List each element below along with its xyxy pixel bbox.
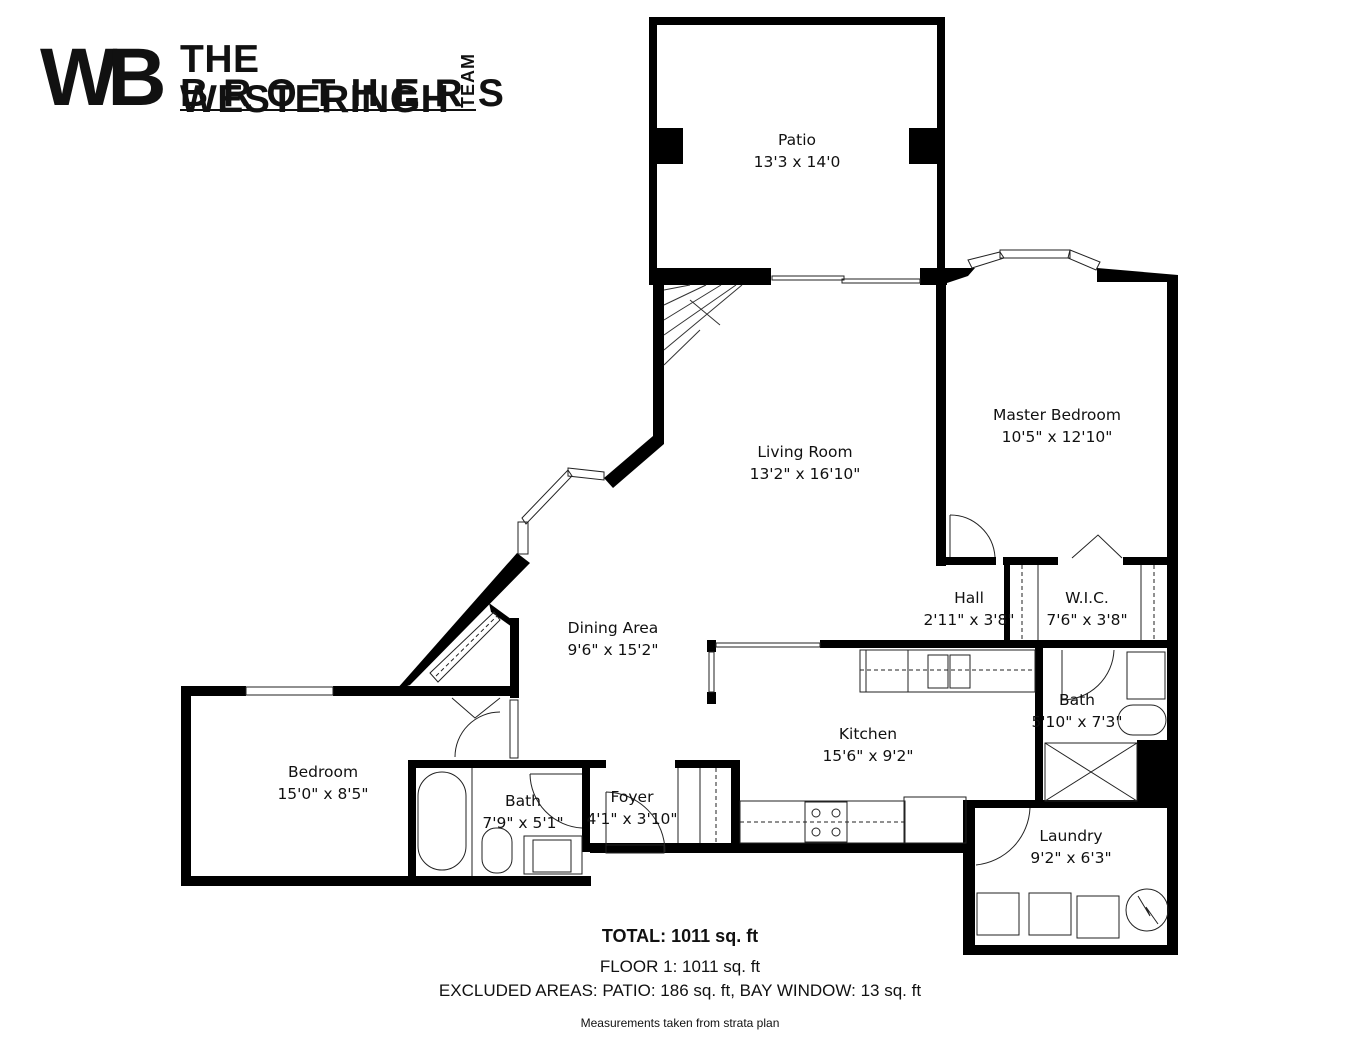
- room-dims: 2'11" x 3'8": [923, 611, 1015, 629]
- room-name: Laundry: [1039, 827, 1103, 845]
- room-dims: 13'2" x 16'10": [749, 465, 861, 483]
- room-name: Dining Area: [567, 619, 659, 637]
- room-living-room: Living Room 13'2" x 16'10": [750, 441, 861, 485]
- logo-line-2: BROTHERS: [180, 72, 519, 115]
- room-name: Kitchen: [838, 725, 898, 743]
- room-kitchen: Kitchen 15'6" x 9'2": [822, 723, 913, 767]
- room-name: Bath: [1058, 691, 1096, 709]
- room-dims: 10'5" x 12'10": [1001, 428, 1113, 446]
- room-name: Patio: [777, 131, 817, 149]
- room-name: Living Room: [757, 443, 853, 461]
- logo-underline: [180, 109, 476, 111]
- measurement-note: Measurements taken from strata plan: [580, 1016, 780, 1030]
- fixtures: [245, 249, 1169, 939]
- room-name: Master Bedroom: [993, 406, 1121, 424]
- room-dims: 7'6" x 3'8": [1046, 611, 1128, 629]
- room-laundry: Laundry 9'2" x 6'3": [1030, 825, 1111, 869]
- room-foyer: Foyer 4'1" x 3'10": [586, 786, 677, 830]
- room-bath-main: Bath 7'9" x 5'1": [482, 790, 563, 834]
- room-dims: 5'10" x 7'3": [1031, 713, 1123, 731]
- room-dims: 13'3 x 14'0: [753, 153, 841, 171]
- room-bath-master: Bath 5'10" x 7'3": [1031, 689, 1122, 733]
- excluded-areas: EXCLUDED AREAS: PATIO: 186 sq. ft, BAY W…: [438, 981, 922, 1000]
- floor-area: FLOOR 1: 1011 sq. ft: [599, 957, 761, 976]
- room-name: Bedroom: [287, 763, 359, 781]
- room-name: Hall: [954, 589, 984, 607]
- total-area: TOTAL: 1011 sq. ft: [601, 926, 759, 946]
- room-dims: 15'6" x 9'2": [822, 747, 914, 765]
- room-hall: Hall 2'11" x 3'8": [923, 587, 1014, 631]
- room-bedroom: Bedroom 15'0" x 8'5": [277, 761, 368, 805]
- room-patio: Patio 13'3 x 14'0: [754, 129, 841, 173]
- room-name: Foyer: [610, 788, 654, 806]
- room-wic: W.I.C. 7'6" x 3'8": [1046, 587, 1127, 631]
- walls: [181, 17, 1178, 955]
- room-dims: 15'0" x 8'5": [277, 785, 369, 803]
- brand-logo: WB THE WESTERINGH BROTHERS TEAM: [40, 32, 504, 123]
- room-dims: 9'2" x 6'3": [1030, 849, 1112, 867]
- room-name: W.I.C.: [1065, 589, 1109, 607]
- room-name: Bath: [504, 792, 542, 810]
- room-dims: 4'1" x 3'10": [586, 810, 678, 828]
- logo-monogram: WB: [40, 32, 167, 123]
- room-dims: 7'9" x 5'1": [482, 814, 564, 832]
- room-dims: 9'6" x 15'2": [567, 641, 659, 659]
- room-dining-area: Dining Area 9'6" x 15'2": [567, 617, 658, 661]
- logo-line-1: THE WESTERINGH: [180, 38, 450, 121]
- room-master-bedroom: Master Bedroom 10'5" x 12'10": [993, 404, 1121, 448]
